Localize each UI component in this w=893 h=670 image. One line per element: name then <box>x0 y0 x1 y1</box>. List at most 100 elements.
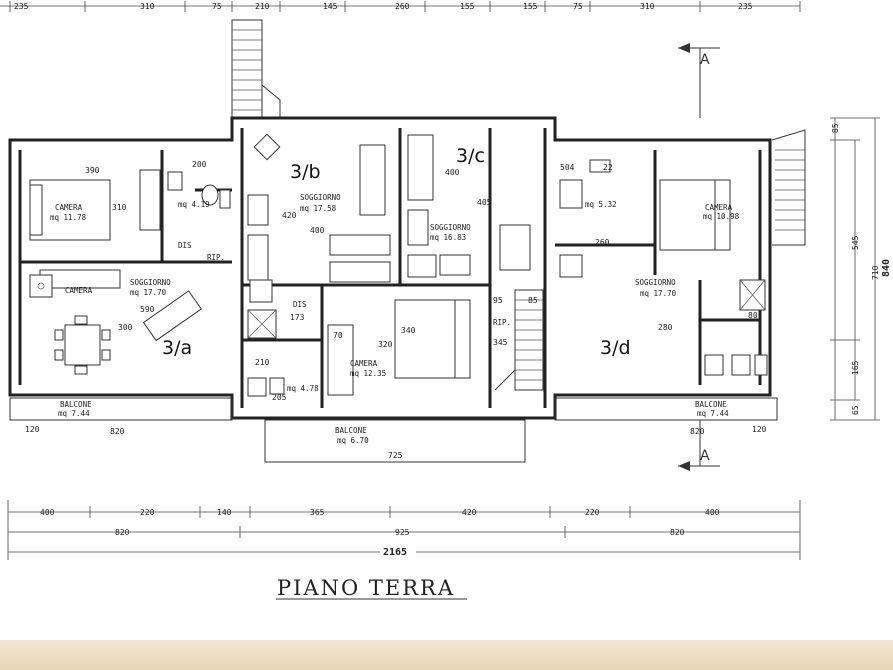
dim-405: 405 <box>477 198 492 207</box>
bath-area-3d: mq 5.32 <box>585 200 617 209</box>
room-name-soggiorno-3b: SOGGIORNO <box>300 193 341 202</box>
dim-120-left: 120 <box>25 425 40 434</box>
room-name-soggiorno-3a: SOGGIORNO <box>130 278 171 287</box>
dim-504: 504 <box>560 163 575 172</box>
room-area-soggiorno-3d: mq 17.70 <box>640 289 677 298</box>
balcone-name-center: BALCONE <box>335 426 367 435</box>
room-name-camera-3a-small: CAMERA <box>65 286 93 295</box>
dim-400-3c: 400 <box>445 168 460 177</box>
dis-label-3a: DIS <box>178 241 192 250</box>
right-dim-total: 840 <box>881 259 892 277</box>
top-dim-11: 235 <box>738 2 753 11</box>
unit-label-3c: 3/c <box>456 145 485 167</box>
room-area-camera-3bc: mq 12.35 <box>350 369 386 378</box>
external-stair-top <box>231 19 281 119</box>
top-dim-3: 75 <box>212 2 222 11</box>
room-area-soggiorno-3a: mq 17.70 <box>130 288 167 297</box>
interior-walls <box>20 128 760 408</box>
dim-22: 22 <box>603 163 613 172</box>
dim-390: 390 <box>85 166 100 175</box>
rip-label-3a: RIP. <box>207 253 225 262</box>
total-dimension: 2165 <box>383 547 407 558</box>
top-dimension-line <box>0 1 801 12</box>
rip-label-3c: RIP. <box>493 318 511 327</box>
dis-label-3b: DIS <box>293 300 307 309</box>
top-dim-5: 145 <box>323 2 338 11</box>
section-marker-top <box>678 43 720 118</box>
dim-320: 320 <box>378 340 393 349</box>
dim-210: 210 <box>255 358 270 367</box>
bottom-dim-1-2: 220 <box>140 508 155 517</box>
balcone-area-3a: mq 7.44 <box>58 409 90 418</box>
scan-edge <box>0 640 893 670</box>
right-dimension-lines <box>830 117 880 421</box>
room-area-soggiorno-3b: mq 17.58 <box>300 204 337 213</box>
dim-205: 205 <box>272 393 287 402</box>
dim-80: 80 <box>748 311 758 320</box>
top-dim-2: 310 <box>140 2 155 11</box>
furniture <box>29 133 768 397</box>
dim-200: 200 <box>192 160 207 169</box>
room-name-camera-3a: CAMERA <box>55 203 83 212</box>
balcone-name-3a: BALCONE <box>60 400 92 409</box>
dim-820-right: 820 <box>690 427 705 436</box>
balconies <box>9 397 778 463</box>
dim-590: 590 <box>140 305 155 314</box>
bottom-dim-2-2: 925 <box>395 528 410 537</box>
drawing-title: PIANO TERRA <box>277 576 455 600</box>
dim-820-left: 820 <box>110 427 125 436</box>
room-name-camera-3d: CAMERA <box>705 203 733 212</box>
bottom-dim-2-3: 820 <box>670 528 685 537</box>
dim-400-3b: 400 <box>310 226 325 235</box>
balcone-area-center: mq 6.70 <box>337 436 369 445</box>
right-dim-65: 65 <box>851 405 860 415</box>
dim-420: 420 <box>282 211 297 220</box>
building-outline <box>8 116 772 420</box>
right-dim-165: 165 <box>851 360 860 375</box>
bottom-dim-1-7: 400 <box>705 508 720 517</box>
room-area-camera-3a: mq 11.78 <box>50 213 87 222</box>
bottom-dim-2-1: 820 <box>115 528 130 537</box>
bottom-dim-1-3: 140 <box>217 508 232 517</box>
room-name-camera-3bc: CAMERA <box>350 359 378 368</box>
right-dim-545: 545 <box>851 235 860 250</box>
dim-310: 310 <box>112 203 127 212</box>
top-dim-7: 155 <box>460 2 475 11</box>
top-dim-6: 260 <box>395 2 410 11</box>
right-dim-710: 710 <box>871 265 880 280</box>
section-marker-label-top: A <box>700 52 710 68</box>
bottom-dim-1-4: 365 <box>310 508 325 517</box>
unit-label-3b: 3/b <box>290 161 321 183</box>
external-stair-right <box>771 129 806 246</box>
bottom-dim-1-6: 220 <box>585 508 600 517</box>
balcone-name-3d: BALCONE <box>695 400 727 409</box>
unit-label-3d: 3/d <box>600 337 631 359</box>
dim-95: 95 <box>493 296 503 305</box>
dim-300: 300 <box>118 323 133 332</box>
section-marker-label-bottom: A <box>700 448 710 464</box>
dim-260: 260 <box>595 238 610 247</box>
bath-area-3a: mq 4.19 <box>178 200 210 209</box>
dim-345: 345 <box>493 338 508 347</box>
room-name-soggiorno-3c: SOGGIORNO <box>430 223 471 232</box>
room-area-camera-3d: mq 10.98 <box>703 212 740 221</box>
dim-725: 725 <box>388 451 403 460</box>
dim-120-right: 120 <box>752 425 767 434</box>
bath-area-3b: mq 4.78 <box>287 384 319 393</box>
section-marker-bottom <box>678 420 720 471</box>
balcone-area-3d: mq 7.44 <box>697 409 729 418</box>
top-dim-8: 155 <box>523 2 538 11</box>
top-dim-1: 235 <box>14 2 29 11</box>
top-dimension-labels: 235 310 75 210 145 260 155 155 75 310 235 <box>14 2 753 11</box>
top-dim-9: 75 <box>573 2 583 11</box>
top-dim-10: 310 <box>640 2 655 11</box>
total-dimension-bg <box>380 545 416 557</box>
dim-340: 340 <box>401 326 416 335</box>
dim-280: 280 <box>658 323 673 332</box>
bottom-dim-1-5: 420 <box>462 508 477 517</box>
unit-label-3a: 3/a <box>162 337 192 359</box>
bottom-dim-1-1: 400 <box>40 508 55 517</box>
top-dim-4: 210 <box>255 2 270 11</box>
room-name-soggiorno-3d: SOGGIORNO <box>635 278 676 287</box>
